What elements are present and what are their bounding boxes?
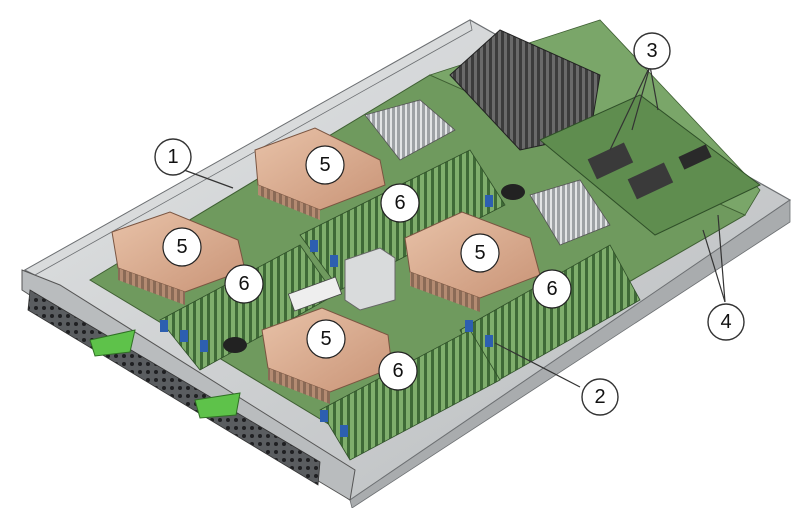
- callout-4-text: 4: [720, 311, 731, 333]
- dimm-label-text: 6: [546, 278, 557, 300]
- io-heatsinks: [364, 99, 611, 246]
- dimm-bank-bottom: [319, 329, 501, 461]
- heatsink-label-text: 5: [319, 154, 330, 176]
- leader-lines: [183, 65, 726, 388]
- callout-2: 2: [581, 378, 619, 416]
- mezzanine-card: [539, 94, 761, 236]
- center-bracket: [287, 247, 396, 312]
- heatsink-label-text: 5: [176, 236, 187, 258]
- rotary-components: [223, 184, 525, 353]
- dimm-label-text: 6: [394, 192, 405, 214]
- callout-2-text: 2: [594, 386, 605, 408]
- dimm-latches: [160, 195, 493, 437]
- heatsink-label-text: 5: [320, 328, 331, 350]
- dimm-label-text: 6: [238, 273, 249, 295]
- heatsink-label-2: 5: [162, 227, 202, 267]
- rear-connector-block: [449, 29, 601, 151]
- heatsink-label-1: 5: [305, 145, 345, 185]
- heatsink-label-4: 5: [306, 319, 346, 359]
- dimm-label-1: 6: [380, 183, 420, 223]
- callout-1: 1: [154, 138, 192, 176]
- dimm-label-3: 6: [532, 269, 572, 309]
- ejector-handle-right: [194, 392, 241, 419]
- heatsink-label-text: 5: [474, 242, 485, 264]
- heatsink-label-3: 5: [460, 233, 500, 273]
- front-bezel: [21, 269, 356, 501]
- dimm-label-text: 6: [392, 360, 403, 382]
- callout-1-text: 1: [167, 146, 178, 168]
- ejector-handle-left: [89, 329, 136, 357]
- dimm-label-2: 6: [224, 264, 264, 304]
- callout-3-text: 3: [646, 40, 657, 62]
- dimm-label-4: 6: [378, 351, 418, 391]
- callout-3: 3: [633, 32, 671, 70]
- callout-4: 4: [707, 303, 745, 341]
